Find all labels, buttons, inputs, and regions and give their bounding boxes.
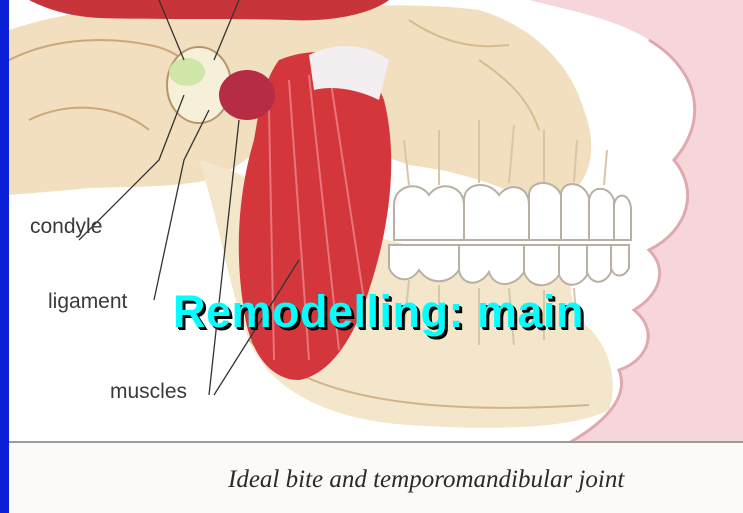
figure-caption: Ideal bite and temporomandibular joint [228,466,624,494]
anatomy-illustration [9,0,743,443]
condyle-label: condyle [30,215,102,239]
slide-title: Remodelling: main [173,286,584,338]
muscles-label: muscles [110,380,187,404]
ligament-label: ligament [48,290,127,314]
skull-illustration [9,0,743,443]
teeth [389,183,631,285]
joint-muscle [219,70,275,120]
